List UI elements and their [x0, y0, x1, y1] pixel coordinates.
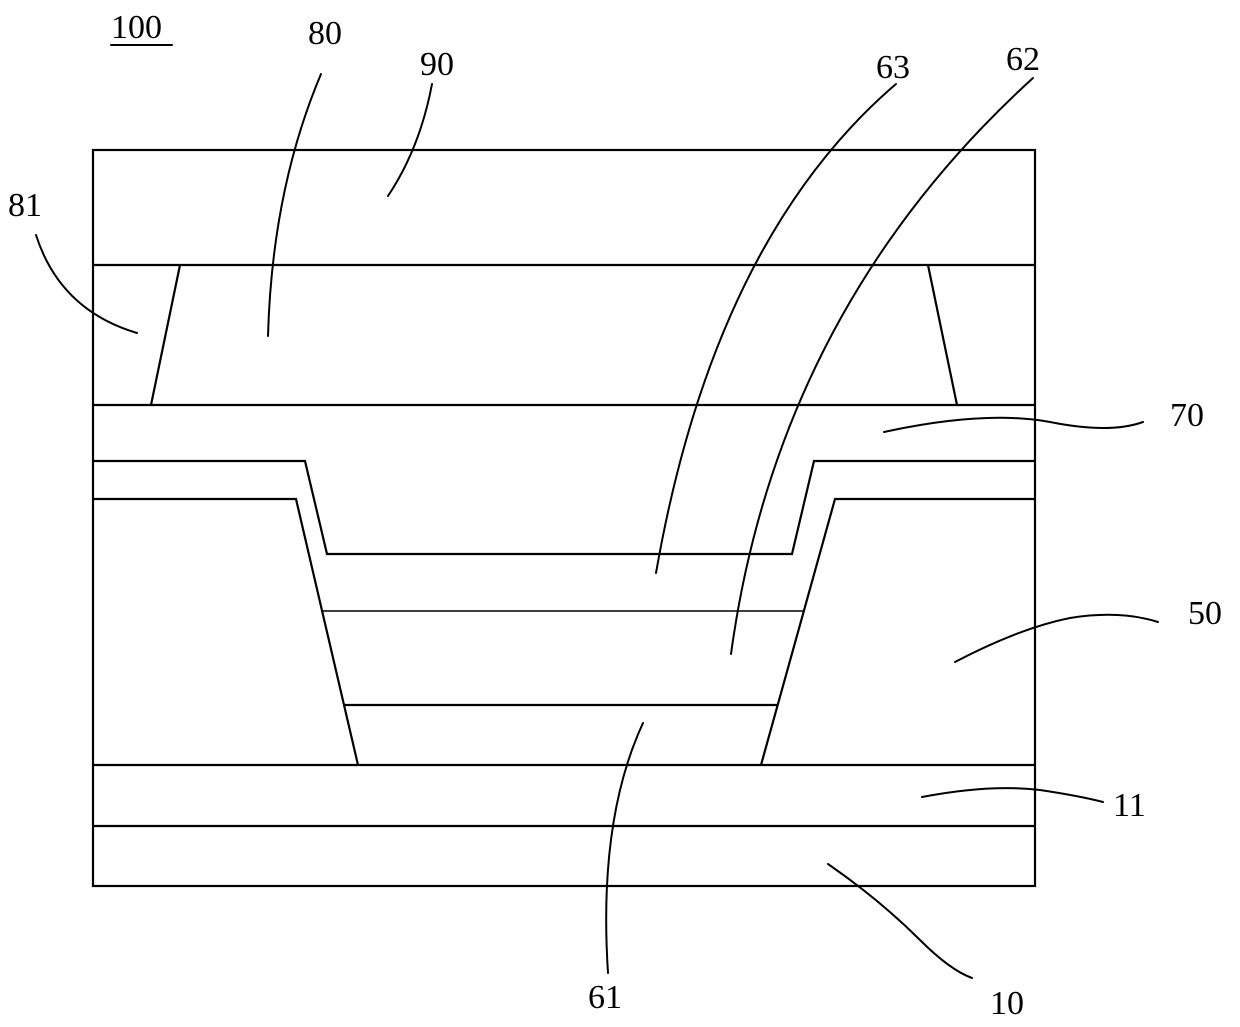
leader-10 [828, 864, 972, 978]
leader-90 [388, 84, 432, 196]
label-63: 63 [876, 49, 910, 86]
layer-70-bottom-contour [93, 461, 1035, 554]
layer-63-bottom-contour-right [761, 499, 1035, 765]
wall-81-left-edge [151, 265, 180, 405]
label-10: 10 [990, 985, 1024, 1022]
label-81: 81 [8, 187, 42, 224]
leader-80 [268, 74, 321, 336]
label-11: 11 [1113, 787, 1146, 824]
layer-63-bottom-contour [93, 499, 358, 765]
label-50: 50 [1188, 595, 1222, 632]
label-61: 61 [588, 979, 622, 1016]
leader-50 [955, 615, 1158, 662]
leader-70 [884, 418, 1143, 432]
leader-61 [606, 723, 643, 973]
label-80: 80 [308, 15, 342, 52]
wall-81-right-edge [928, 265, 957, 405]
device-outline [93, 150, 1035, 886]
figure-reference: 100 [111, 9, 162, 46]
label-70: 70 [1170, 397, 1204, 434]
label-62: 62 [1006, 41, 1040, 78]
label-90: 90 [420, 46, 454, 83]
leader-62 [731, 78, 1033, 654]
leader-11 [922, 788, 1103, 802]
leader-81 [36, 235, 137, 333]
